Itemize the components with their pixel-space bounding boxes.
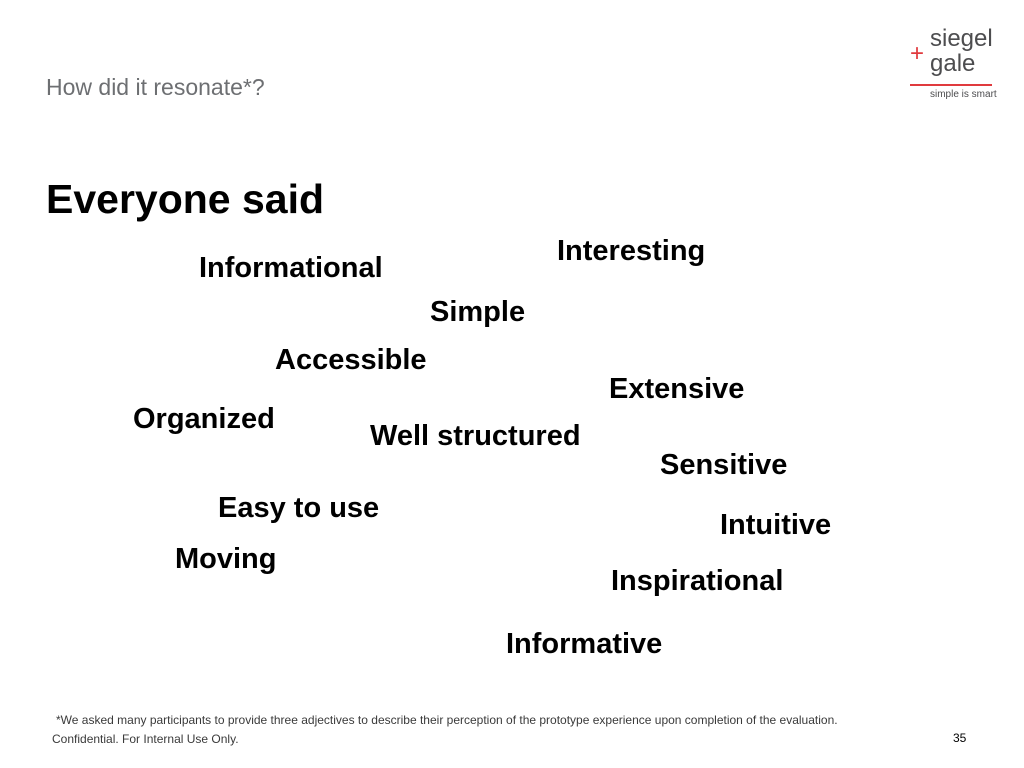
page-number: 35 xyxy=(953,731,967,745)
logo-word-gale: gale xyxy=(930,50,976,77)
adjective-accessible: Accessible xyxy=(275,344,427,376)
adjective-simple: Simple xyxy=(430,296,526,328)
adjective-extensive: Extensive xyxy=(609,373,745,405)
adjective-interesting: Interesting xyxy=(557,235,706,267)
adjective-moving: Moving xyxy=(175,543,277,575)
siegel-gale-logo: + siegel gale simple is smart xyxy=(906,25,997,104)
adjective-sensitive: Sensitive xyxy=(660,449,788,481)
adjective-informational: Informational xyxy=(199,252,383,284)
adjective-easy-to-use: Easy to use xyxy=(218,492,380,524)
logo-word-siegel: siegel xyxy=(930,25,993,52)
footnote: *We asked many participants to provide t… xyxy=(56,713,838,727)
slide-heading: Everyone said xyxy=(46,176,325,222)
logo-tagline: simple is smart xyxy=(930,89,997,100)
adjective-informative: Informative xyxy=(506,628,663,660)
adjective-inspirational: Inspirational xyxy=(611,565,784,597)
adjective-organized: Organized xyxy=(133,403,275,435)
confidential-notice: Confidential. For Internal Use Only. xyxy=(52,732,239,746)
slide-kicker: How did it resonate*? xyxy=(46,74,265,100)
logo-plus-mark: + xyxy=(910,40,925,67)
adjective-well-structured: Well structured xyxy=(370,420,581,452)
logo-divider xyxy=(910,84,992,86)
adjective-intuitive: Intuitive xyxy=(720,509,832,541)
